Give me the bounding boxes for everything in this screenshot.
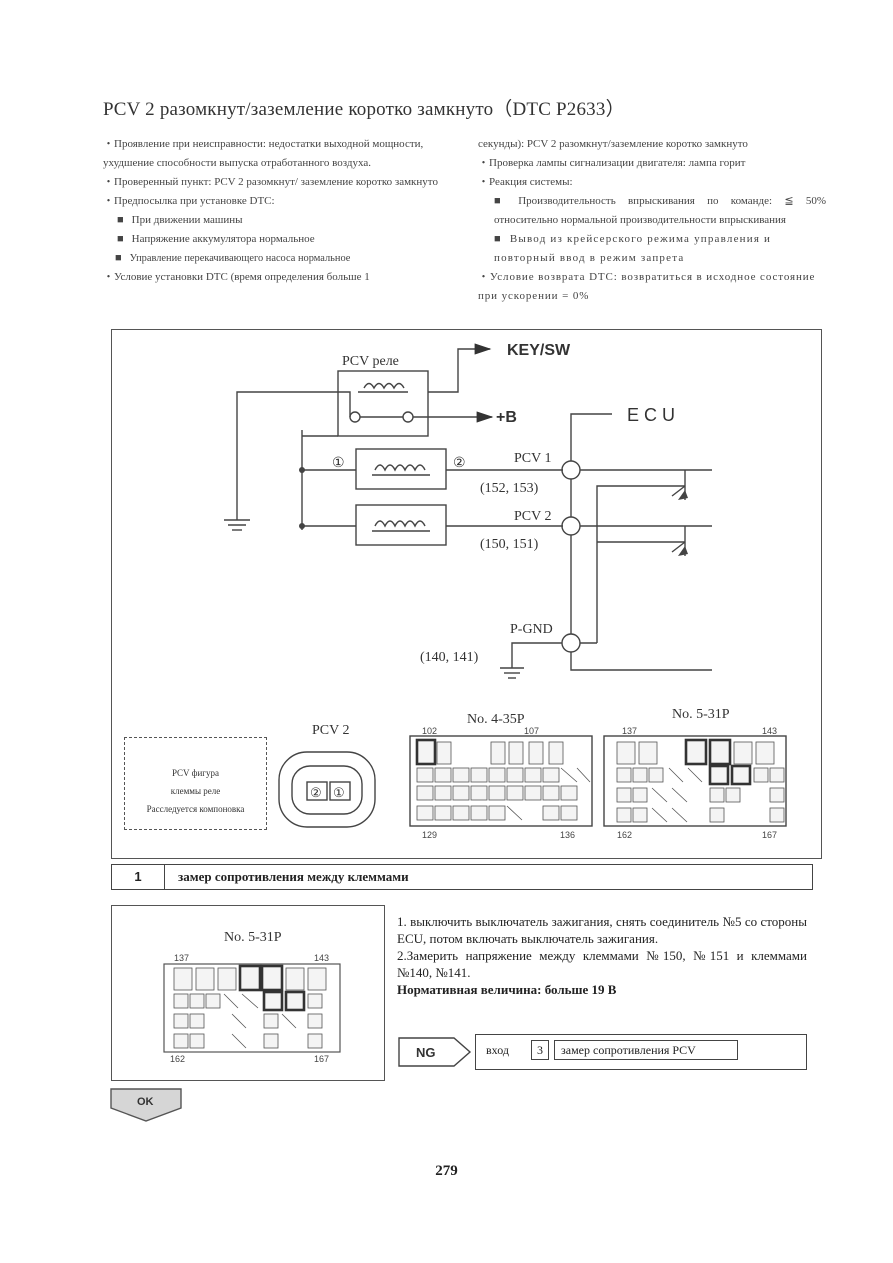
connector-4-35p-body <box>409 735 593 827</box>
step-header: 1 замер сопротивления между клеммами <box>111 864 813 890</box>
pin-136: 136 <box>560 830 575 840</box>
lamp-check-text: ・Проверка лампы сигнализации двигателя: … <box>478 157 746 169</box>
pgnd-terminal <box>561 633 581 653</box>
dtc-condition-text: ・Условие установки DTC (время определени… <box>103 271 370 283</box>
relay-coil <box>363 382 405 390</box>
pcv2-plug-body <box>278 751 376 828</box>
pin-167: 167 <box>314 1054 329 1064</box>
ok-label: OK <box>137 1096 154 1108</box>
precondition-item: Управление перекачивающего насоса нормал… <box>103 249 448 268</box>
instruction-step-1: 1. выключить выключатель зажигания, снят… <box>397 914 807 946</box>
pcv2-terminal <box>561 516 581 536</box>
step-connector-box: No. 5-31P 137 143 162 167 <box>111 905 385 1081</box>
ok-button[interactable]: OK <box>110 1088 184 1127</box>
target-step-title: замер сопротивления PCV <box>554 1040 738 1060</box>
relay-contact <box>349 411 361 423</box>
pin-129: 129 <box>422 830 437 840</box>
pgnd-label: P-GND <box>510 622 553 637</box>
precondition-text: ・Предпосылка при установке DTC: <box>103 195 275 207</box>
step-connector-svg: No. 5-31P 137 143 162 167 <box>163 930 341 1064</box>
circuit-svg: PCV реле KEY/SW +B ECU ① ② PCV 1 (152, 1… <box>224 342 787 840</box>
relay-note-box: PCV фигура клеммы реле Расследуется комп… <box>124 737 267 830</box>
entry-label: вход <box>486 1043 509 1057</box>
reaction-item: Производительность впрыскивания по коман… <box>478 192 826 230</box>
pin-167: 167 <box>762 830 777 840</box>
connector-4-35p-label: No. 4-35P <box>467 712 525 727</box>
pcv1-pins: (152, 153) <box>480 481 539 496</box>
plug-pin-1: ① <box>333 785 345 800</box>
precondition-item: Напряжение аккумулятора нормальное <box>103 230 448 249</box>
step-number: 1 <box>112 865 165 889</box>
plug-pin-2: ② <box>310 785 322 800</box>
pin-107: 107 <box>524 726 539 736</box>
page-title: PCV 2 разомкнут/заземление коротко замкн… <box>103 99 625 120</box>
right-column: секунды): PCV 2 разомкнут/заземление кор… <box>478 135 826 306</box>
ng-branch: NG вход 3 замер сопротивления PCV <box>398 1034 808 1070</box>
symptom-text: ・Проявление при неисправности: недостатк… <box>103 138 424 169</box>
page-number: 279 <box>435 1163 458 1179</box>
note-line: клеммы реле <box>170 786 221 796</box>
instructions: 1. выключить выключатель зажигания, снят… <box>397 913 807 998</box>
instruction-step-2: 2.Замерить напряжение между клеммами №15… <box>397 948 807 980</box>
reaction-item: Вывод из крейсерского режима управления … <box>478 230 826 268</box>
connector-5-31p-body <box>603 735 787 827</box>
pcv2-label: PCV 2 <box>514 509 551 524</box>
ng-label: NG <box>416 1045 436 1060</box>
pcv2-connector-label: PCV 2 <box>312 723 349 738</box>
connector-5-31p-label: No. 5-31P <box>672 707 730 722</box>
dtc-condition-cont: секунды): PCV 2 разомкнут/заземление кор… <box>478 138 748 150</box>
pin-143: 143 <box>762 726 777 736</box>
pcv-relay-box <box>337 370 429 437</box>
relay-contact <box>402 411 414 423</box>
dtc-return-text: ・Условие возврата DTC: возвратиться в ис… <box>478 271 816 302</box>
ng-button[interactable]: NG <box>398 1037 472 1067</box>
coil-pin2-label: ② <box>453 456 466 471</box>
normative-value: Нормативная величина: больше 19 В <box>397 982 617 997</box>
checked-item-text: ・Проверенный пункт: PCV 2 разомкнут/ заз… <box>103 176 438 188</box>
wiring-diagram: PCV реле KEY/SW +B ECU ① ② PCV 1 (152, 1… <box>111 329 822 859</box>
key-sw-label: KEY/SW <box>507 342 571 359</box>
pin-102: 102 <box>422 726 437 736</box>
system-reaction-text: ・Реакция системы: <box>478 176 573 188</box>
pin-162: 162 <box>170 1054 185 1064</box>
pcv1-terminal <box>561 460 581 480</box>
coil-pin1-label: ① <box>332 456 345 471</box>
plus-b-label: +B <box>496 409 517 426</box>
ecu-label: ECU <box>627 405 680 425</box>
precondition-item: При движении машины <box>103 211 448 230</box>
step-connector-label: No. 5-31P <box>224 930 282 945</box>
step-title: замер сопротивления между клеммами <box>178 869 409 884</box>
pin-137: 137 <box>174 953 189 963</box>
pgnd-pins: (140, 141) <box>420 650 479 665</box>
pin-137: 137 <box>622 726 637 736</box>
pin-162: 162 <box>617 830 632 840</box>
pcv2-pins: (150, 151) <box>480 537 539 552</box>
pin-143: 143 <box>314 953 329 963</box>
left-column: ・Проявление при неисправности: недостатк… <box>103 135 448 287</box>
relay-label: PCV реле <box>342 354 399 369</box>
note-line: Расследуется компоновка <box>146 804 245 814</box>
ok-arrow: OK <box>110 1088 182 1122</box>
note-line: PCV фигура <box>172 768 219 778</box>
pcv1-label: PCV 1 <box>514 451 551 466</box>
ng-target-box[interactable]: вход 3 замер сопротивления PCV <box>475 1034 807 1070</box>
target-step-number: 3 <box>531 1040 549 1060</box>
